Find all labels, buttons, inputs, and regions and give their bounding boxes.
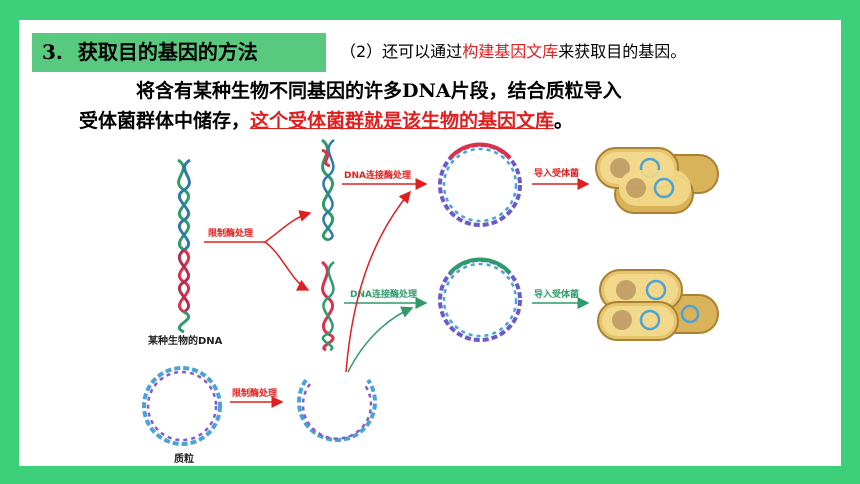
ligase-label-top: DNA连接酶处理	[344, 169, 411, 181]
transfer-label-top: 导入受体菌	[534, 167, 579, 179]
heading-title: 获取目的基因的方法	[77, 40, 258, 64]
plasmid-label: 质粒	[174, 452, 194, 465]
bacteria-group-bottom	[597, 269, 719, 341]
body-line-2-suffix: 。	[554, 110, 574, 132]
subtitle: （2）还可以通过构建基因文库来获取目的基因。	[340, 38, 686, 62]
body-line-2-prefix: 受体菌群体中储存，	[79, 110, 251, 132]
split-arrow-down	[264, 241, 310, 291]
body-line-1: 将含有某种生物不同基因的许多DNA片段，结合质粒导入	[136, 80, 622, 102]
transfer-label-bottom: 导入受体菌	[534, 288, 579, 300]
restriction-label-top: 限制酶处理	[208, 227, 253, 239]
ligase-label-bottom: DNA连接酶处理	[350, 288, 417, 300]
slide-canvas	[19, 20, 841, 466]
plasmid-arrow-bottom	[347, 306, 414, 373]
subtitle-prefix: （2）还可以通过	[340, 42, 463, 61]
opened-plasmid	[297, 378, 377, 442]
recombinant-plasmid-top	[438, 142, 522, 227]
heading-number: 3.	[42, 40, 63, 64]
section-heading: 3. 获取目的基因的方法	[32, 33, 326, 72]
dna-fragment-top	[320, 138, 335, 242]
restriction-label-bottom: 限制酶处理	[232, 387, 277, 399]
subtitle-suffix: 来获取目的基因。	[558, 42, 687, 61]
body-line-2-highlight: 这个受体菌群就是该生物的基因文库	[250, 110, 555, 132]
genomic-dna-strand	[177, 158, 191, 334]
dna-label: 某种生物的DNA	[148, 334, 223, 347]
split-arrow-up	[264, 210, 312, 243]
recombinant-plasmid-bottom	[438, 257, 522, 342]
body-line-2: 受体菌群体中储存，这个受体菌群就是该生物的基因文库。	[79, 106, 573, 133]
plasmid-circle	[142, 366, 222, 446]
dna-fragment-bottom	[320, 260, 335, 352]
subtitle-highlight: 构建基因文库	[462, 42, 559, 61]
bacteria-group-top	[595, 147, 719, 214]
plasmid-arrow-top	[345, 190, 411, 373]
